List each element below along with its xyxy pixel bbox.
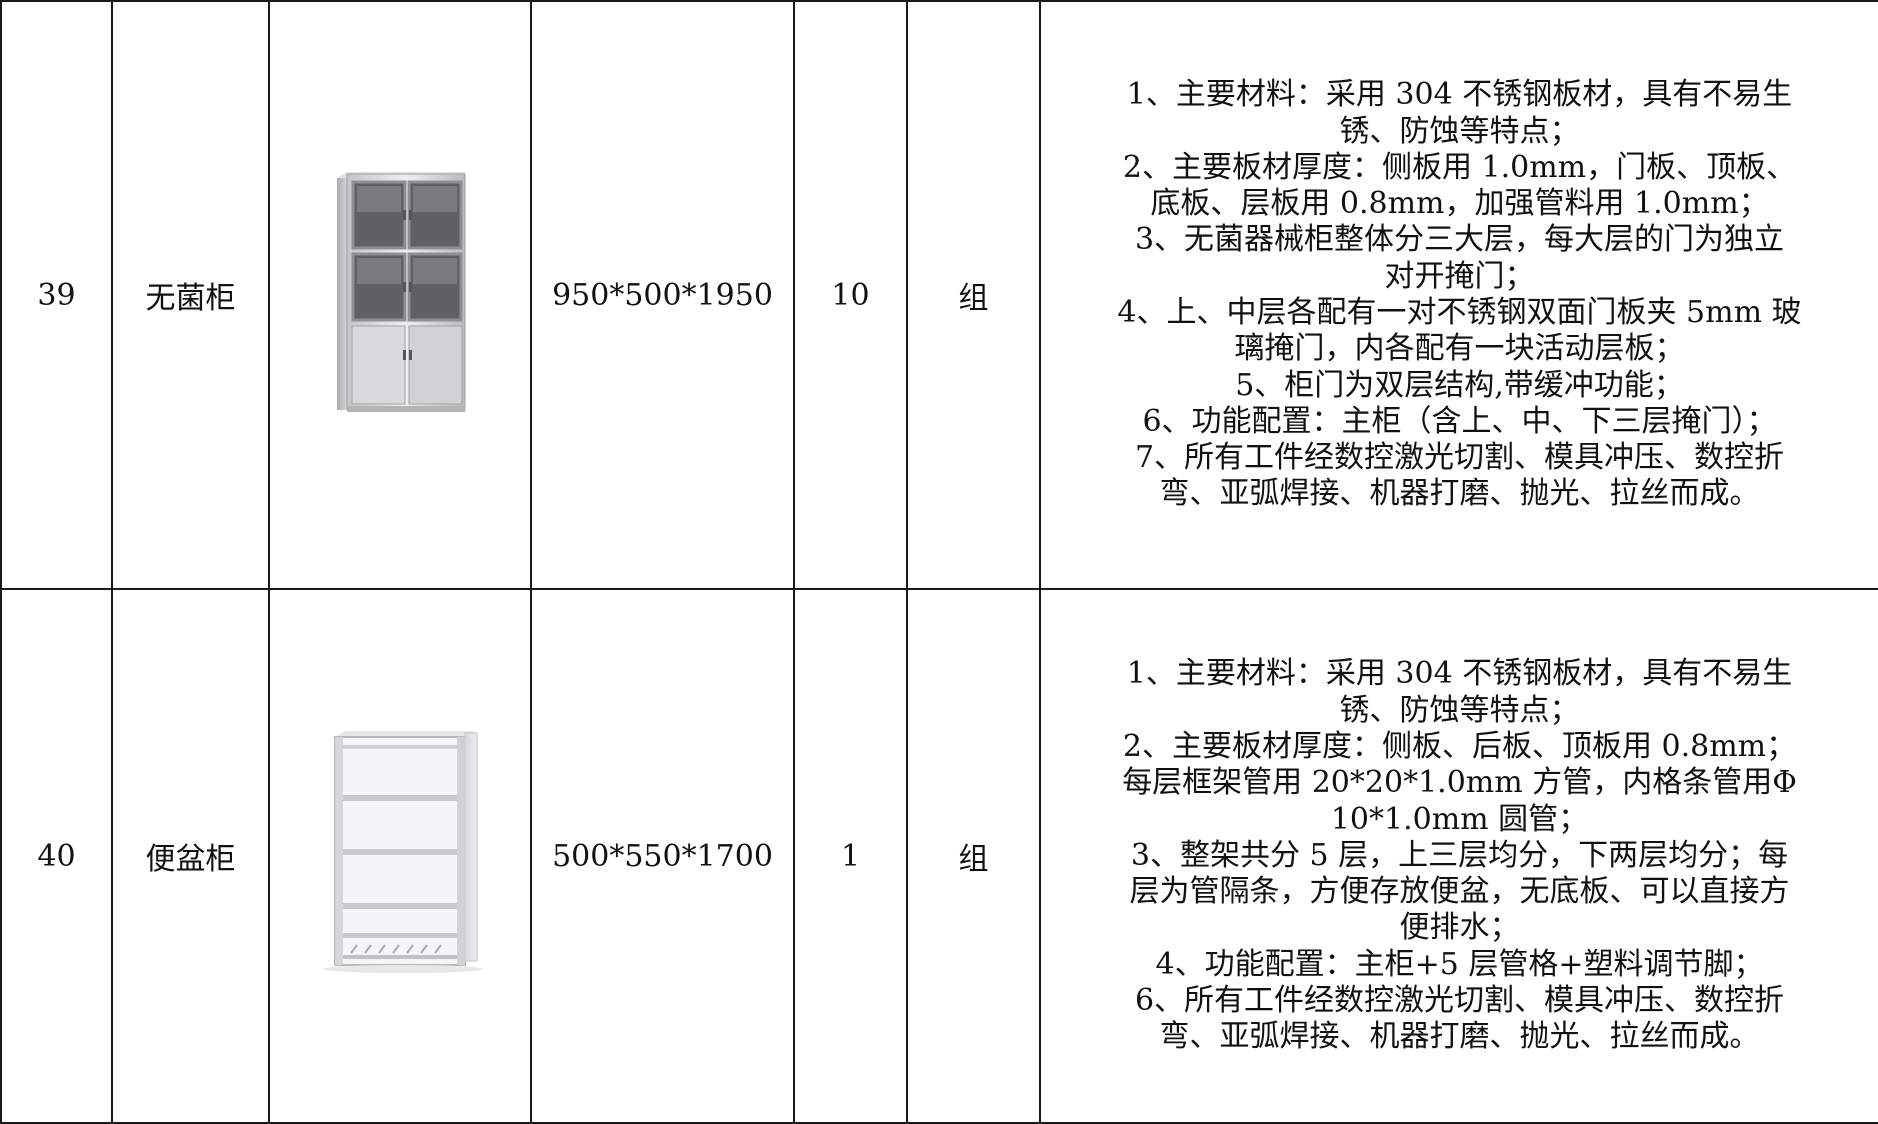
item-name: 便盆柜	[111, 588, 270, 1124]
item-name: 无菌柜	[111, 0, 270, 590]
table-row: 39 无菌柜	[0, 0, 1878, 590]
item-size: 950*500*1950	[530, 0, 795, 590]
item-number: 39	[0, 0, 113, 590]
item-quantity: 10	[793, 0, 908, 590]
item-description: 1、主要材料：采用 304 不锈钢板材，具有不易生 锈、防蚀等特点； 2、主要板…	[1039, 588, 1878, 1124]
item-number: 40	[0, 588, 113, 1124]
open-shelf-rack-icon	[323, 731, 483, 973]
item-description: 1、主要材料：采用 304 不锈钢板材，具有不易生 锈、防蚀等特点； 2、主要板…	[1039, 0, 1878, 590]
item-unit: 组	[906, 0, 1041, 590]
item-image	[268, 0, 532, 590]
glass-door-cabinet-icon	[337, 172, 467, 412]
table-row: 40 便盆柜	[0, 588, 1878, 1124]
item-unit: 组	[906, 588, 1041, 1124]
item-quantity: 1	[793, 588, 908, 1124]
item-image	[268, 588, 532, 1124]
item-size: 500*550*1700	[530, 588, 795, 1124]
